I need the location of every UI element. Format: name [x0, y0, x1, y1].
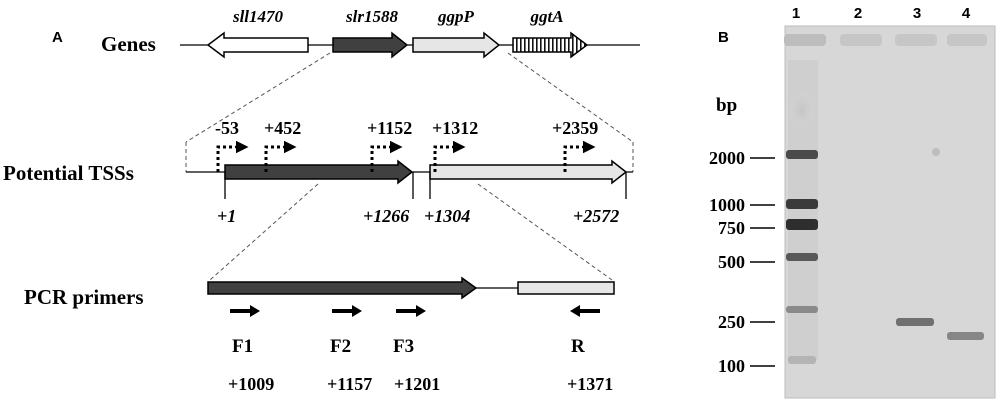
- well-lane-2: [840, 34, 882, 46]
- genes-track: sll1470 slr1588 ggpP ggtA: [180, 7, 640, 59]
- panel-a: A Genes sll1470 slr1588 ggpP ggtA Potent…: [3, 7, 640, 394]
- well-lane-1: [784, 34, 826, 46]
- tss-marker-1312: [433, 140, 466, 172]
- primer-pos-R: +1371: [567, 374, 613, 394]
- well-lane-4: [947, 34, 987, 46]
- ladder-label-500: 500: [718, 252, 745, 272]
- gene-label-sll1470: sll1470: [232, 7, 284, 26]
- ladder-markers: 2000 1000 750 500 250 100: [709, 148, 775, 376]
- zoom-lines-top: [185, 52, 634, 172]
- primer-pos-F2: +1157: [327, 374, 372, 394]
- gene-arrow-sll1470: [206, 31, 309, 59]
- primer-pos-F3: +1201: [394, 374, 440, 394]
- gene-label-slr1588: slr1588: [345, 7, 398, 26]
- primer-name-F2: F2: [330, 336, 351, 357]
- row-label-pcr: PCR primers: [24, 285, 144, 309]
- ladder-label-2000: 2000: [709, 148, 745, 168]
- row-label-genes: Genes: [101, 32, 156, 56]
- panel-b: B bp 1 2 3 4: [709, 5, 996, 399]
- well-lane-3: [895, 34, 937, 46]
- primer-arrow-F3: [396, 305, 426, 317]
- primer-name-R: R: [571, 336, 585, 357]
- ladder-label-1000: 1000: [709, 195, 745, 215]
- gel-speck: [932, 148, 940, 156]
- lane-1-smudge: [788, 90, 816, 130]
- ladder-label-100: 100: [718, 356, 745, 376]
- boundary-label-2572: +2572: [573, 206, 619, 226]
- tss-label-1152: +1152: [367, 118, 412, 138]
- gene-label-ggpP: ggpP: [437, 7, 475, 26]
- ladder-band-2000: [786, 150, 818, 159]
- gene-arrow-ggtA: [512, 31, 589, 59]
- tss-label-452: +452: [264, 118, 301, 138]
- panel-b-label: B: [718, 29, 729, 46]
- primer-arrow-R: [570, 305, 600, 317]
- primer-name-F1: F1: [232, 336, 253, 357]
- primer-arrow-F2: [332, 305, 362, 317]
- tss-label-1312: +1312: [432, 118, 478, 138]
- zoom-lines-bottom: [209, 183, 613, 281]
- ladder-band-100: [788, 356, 816, 364]
- slr1588-arrow: [224, 159, 414, 185]
- sample-band-lane-4: [947, 332, 984, 340]
- lane-number-2: 2: [854, 5, 862, 22]
- ladder-band-1000: [786, 199, 818, 209]
- primer-pos-F1: +1009: [228, 374, 274, 394]
- lane-number-3: 3: [913, 5, 921, 22]
- ladder-label-250: 250: [718, 312, 745, 332]
- tss-marker-2359: [563, 140, 596, 172]
- row-label-tss: Potential TSSs: [3, 161, 134, 185]
- boundary-label-1304: +1304: [424, 206, 470, 226]
- tss-label-2359: +2359: [552, 118, 598, 138]
- boundary-label-1: +1: [217, 206, 236, 226]
- gene-arrow-slr1588: [332, 31, 409, 59]
- tss-marker-452: [264, 140, 297, 172]
- pcr-track: F1 F2 F3 R +1009 +1157 +1201 +1371: [207, 276, 615, 394]
- bp-unit-label: bp: [716, 95, 737, 116]
- primer-name-F3: F3: [393, 336, 414, 357]
- ladder-band-500: [786, 253, 818, 261]
- pcr-slr1588-arrow: [207, 276, 478, 300]
- lane-number-4: 4: [962, 5, 971, 22]
- ladder-band-750: [786, 219, 818, 230]
- gene-label-ggtA: ggtA: [529, 7, 563, 26]
- tss-label--53: -53: [215, 118, 239, 138]
- ggpP-arrow: [429, 159, 628, 185]
- gene-arrow-ggpP: [412, 31, 501, 59]
- ladder-band-250: [786, 306, 818, 313]
- pcr-ggpP-box: [517, 281, 615, 295]
- tss-track: +1 +1266 +1304 +2572: [186, 118, 633, 226]
- sample-band-lane-3: [896, 318, 934, 326]
- gel-image: [784, 25, 996, 399]
- primer-arrow-F1: [230, 305, 260, 317]
- boundary-label-1266: +1266: [363, 206, 409, 226]
- panel-a-label: A: [52, 29, 63, 46]
- tss-marker--53: [216, 140, 249, 172]
- tss-marker-1152: [370, 140, 403, 172]
- lane-number-1: 1: [792, 5, 800, 22]
- ladder-label-750: 750: [718, 218, 745, 238]
